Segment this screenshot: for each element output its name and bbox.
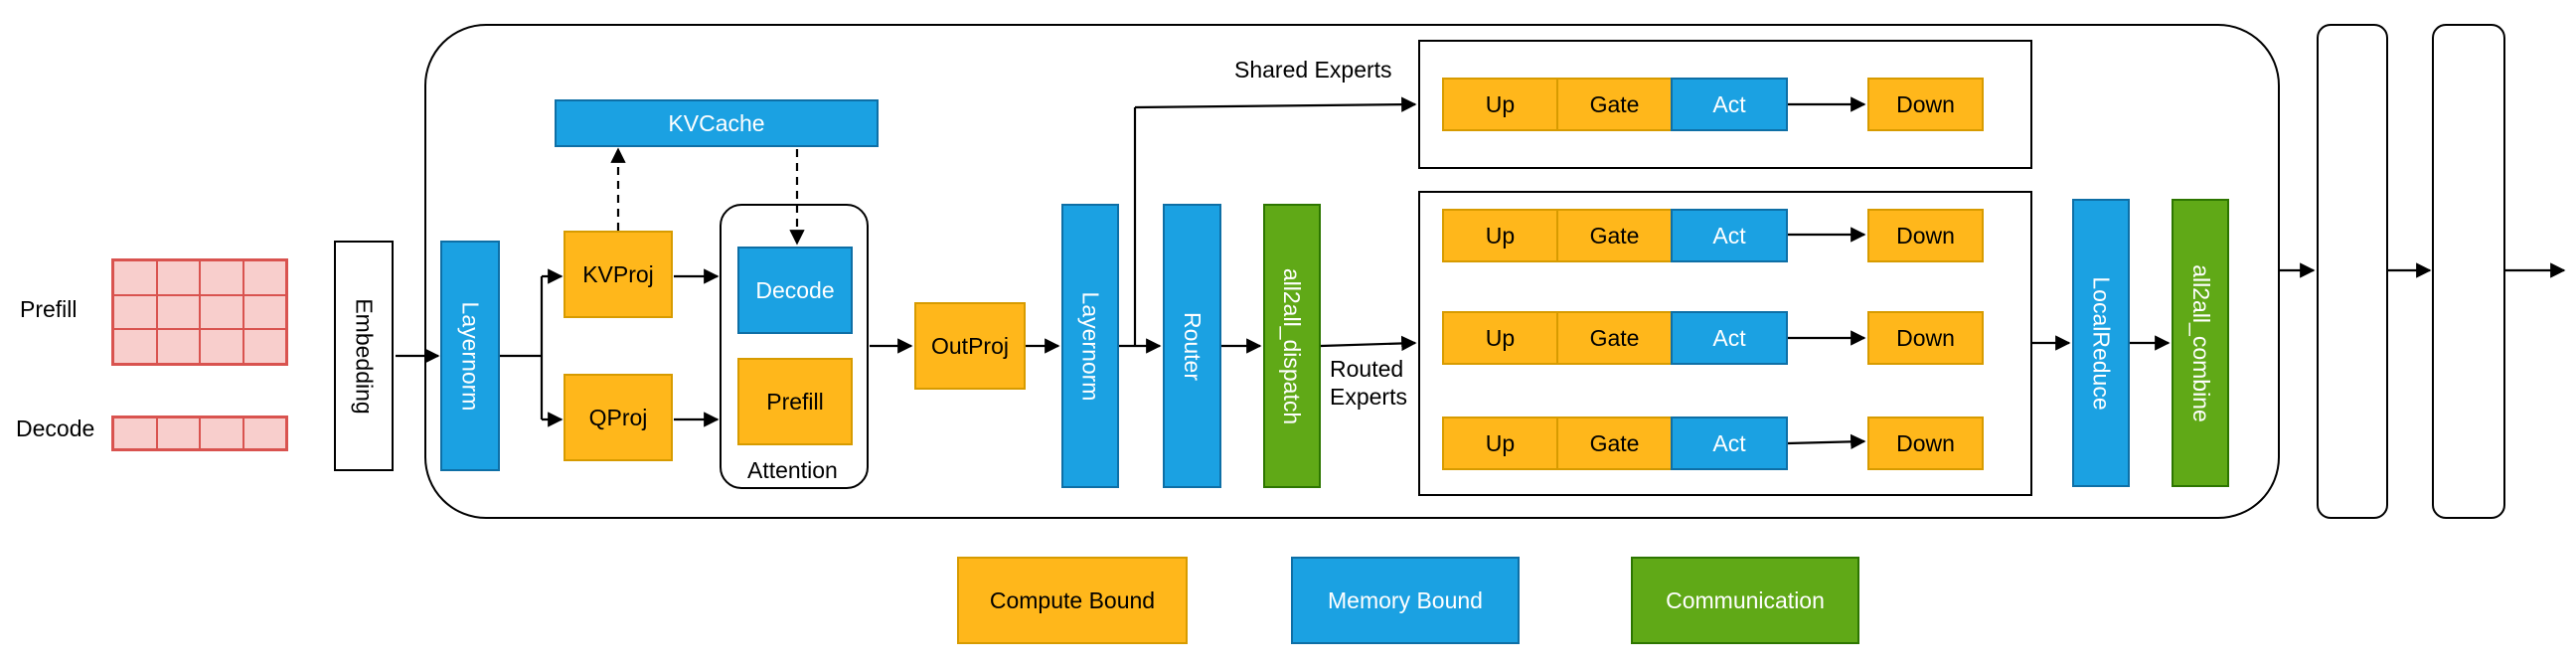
shared-up-label: Up	[1485, 90, 1516, 117]
next-layer-block-2	[2432, 24, 2505, 519]
routed-down-label-2: Down	[1896, 324, 1955, 351]
outproj-block: OutProj	[914, 302, 1026, 390]
routed-experts-frame	[1418, 191, 2032, 496]
kvproj-block: KVProj	[564, 231, 673, 318]
routed-gate-block-2: Gate	[1556, 311, 1673, 365]
embedding-label: Embedding	[351, 297, 378, 415]
attention-label: Attention	[747, 457, 838, 483]
all2all-dispatch-label: all2all_dispatch	[1279, 267, 1306, 424]
shared-down-label: Down	[1896, 90, 1955, 117]
routed-experts-label-text: Routed Experts	[1330, 356, 1407, 410]
embedding-block: Embedding	[334, 241, 394, 471]
outproj-label: OutProj	[931, 332, 1009, 359]
shared-up-block: Up	[1442, 78, 1558, 131]
legend-compute-label: Compute Bound	[989, 586, 1156, 613]
legend-communication: Communication	[1631, 557, 1859, 644]
layernorm-label-1: Layernorm	[457, 301, 484, 411]
kvcache-block: KVCache	[555, 99, 879, 147]
decode-input-label: Decode	[16, 416, 95, 441]
router-label: Router	[1180, 311, 1207, 381]
shared-experts-label: Shared Experts	[1234, 57, 1392, 83]
localreduce-label: LocalReduce	[2088, 275, 2115, 411]
routed-up-label-2: Up	[1485, 324, 1516, 351]
shared-gate-block: Gate	[1556, 78, 1673, 131]
shared-act-label: Act	[1712, 90, 1746, 117]
attention-prefill-block: Prefill	[737, 358, 853, 445]
routed-gate-label-1: Gate	[1589, 222, 1640, 249]
routed-down-label-1: Down	[1896, 222, 1955, 249]
routed-up-label-1: Up	[1485, 222, 1516, 249]
legend-memory-label: Memory Bound	[1328, 586, 1483, 613]
routed-up-block-2: Up	[1442, 311, 1558, 365]
routed-experts-label: Routed Experts	[1330, 356, 1407, 411]
routed-gate-label-2: Gate	[1589, 324, 1640, 351]
routed-up-block-1: Up	[1442, 209, 1558, 262]
shared-act-block: Act	[1671, 78, 1788, 131]
routed-down-block-2: Down	[1867, 311, 1984, 365]
routed-up-label-3: Up	[1485, 429, 1516, 456]
routed-act-label-3: Act	[1712, 429, 1746, 456]
legend-compute-bound: Compute Bound	[957, 557, 1188, 644]
all2all-combine-block: all2all_combine	[2172, 199, 2229, 487]
decode-token-grid	[111, 416, 288, 451]
router-block: Router	[1163, 204, 1221, 488]
layernorm-block-1: Layernorm	[440, 241, 500, 471]
kvcache-label: KVCache	[668, 109, 765, 136]
routed-down-label-3: Down	[1896, 429, 1955, 456]
routed-down-block-3: Down	[1867, 416, 1984, 470]
routed-up-block-3: Up	[1442, 416, 1558, 470]
routed-act-block-3: Act	[1671, 416, 1788, 470]
attention-decode-block: Decode	[737, 247, 853, 334]
qproj-label: QProj	[588, 404, 648, 430]
legend-memory-bound: Memory Bound	[1291, 557, 1520, 644]
next-layer-block-1	[2317, 24, 2388, 519]
legend-communication-label: Communication	[1666, 586, 1825, 613]
kvproj-label: KVProj	[582, 260, 654, 287]
prefill-token-grid	[111, 258, 288, 366]
shared-experts-frame	[1418, 40, 2032, 169]
routed-gate-block-3: Gate	[1556, 416, 1673, 470]
attention-group	[720, 204, 869, 489]
all2all-combine-label: all2all_combine	[2187, 263, 2214, 422]
routed-down-block-1: Down	[1867, 209, 1984, 262]
shared-down-block: Down	[1867, 78, 1984, 131]
qproj-block: QProj	[564, 374, 673, 461]
prefill-input-label: Prefill	[20, 296, 78, 322]
layernorm-block-2: Layernorm	[1061, 204, 1119, 488]
routed-act-block-2: Act	[1671, 311, 1788, 365]
routed-gate-label-3: Gate	[1589, 429, 1640, 456]
routed-act-block-1: Act	[1671, 209, 1788, 262]
shared-gate-label: Gate	[1589, 90, 1640, 117]
routed-act-label-1: Act	[1712, 222, 1746, 249]
layernorm-label-2: Layernorm	[1077, 291, 1104, 401]
routed-gate-block-1: Gate	[1556, 209, 1673, 262]
attention-prefill-label: Prefill	[766, 388, 824, 415]
routed-act-label-2: Act	[1712, 324, 1746, 351]
localreduce-block: LocalReduce	[2072, 199, 2130, 487]
attention-decode-label: Decode	[755, 276, 835, 303]
all2all-dispatch-block: all2all_dispatch	[1263, 204, 1321, 488]
decoder-layer-frame	[424, 24, 2280, 519]
